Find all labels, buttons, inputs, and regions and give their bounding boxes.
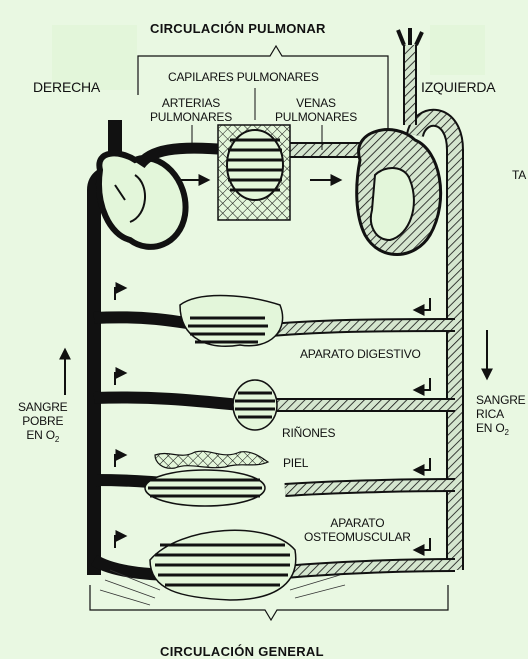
skin-capillaries <box>155 451 268 468</box>
venous-circuit <box>87 120 240 575</box>
kidneys-label: RIÑONES <box>282 426 335 440</box>
skin-label: PIEL <box>283 456 308 470</box>
cut-off-label: TA <box>512 168 526 182</box>
skin-organ <box>145 470 265 506</box>
pulmonary-veins-label: VENAS PULMONARES <box>275 96 357 124</box>
pulmonary-capillaries-label: CAPILARES PULMONARES <box>168 70 319 84</box>
right-heart <box>99 153 186 246</box>
general-circulation-title: CIRCULACIÓN GENERAL <box>160 645 324 659</box>
poor-blood-label: SANGRE POBRE EN O2 <box>18 400 67 447</box>
right-side-label: DERECHA <box>33 80 100 94</box>
top-right-panel <box>430 25 485 75</box>
musculoskeletal-label: APARATO OSTEOMUSCULAR <box>304 516 411 544</box>
digestive-capillaries <box>180 296 283 347</box>
digestive-label: APARATO DIGESTIVO <box>300 347 421 361</box>
lung-capillaries <box>218 125 290 220</box>
kidney-capillaries <box>233 380 277 430</box>
pulmonary-arteries-label: ARTERIAS PULMONARES <box>150 96 232 124</box>
left-side-label: IZQUIERDA <box>421 80 495 94</box>
pulmonary-circulation-title: CIRCULACIÓN PULMONAR <box>150 22 326 36</box>
rich-blood-label: SANGRE RICA EN O2 <box>476 393 525 440</box>
